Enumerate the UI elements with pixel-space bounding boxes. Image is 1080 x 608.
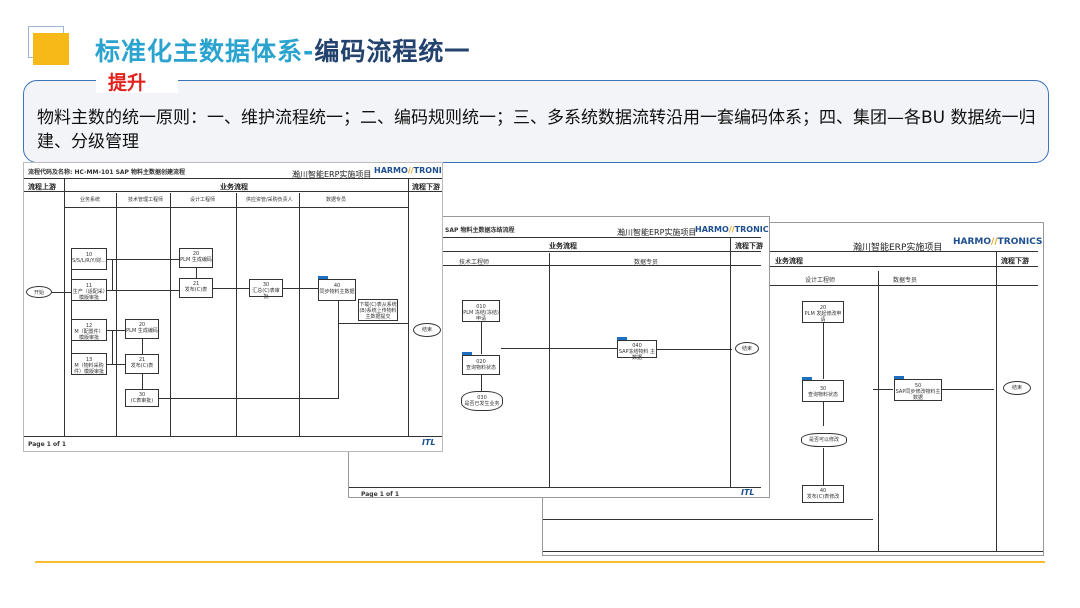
doc1-project: 瀚川智能ERP实施项目 bbox=[292, 170, 372, 179]
doc1-lane-1: 业务系统 bbox=[80, 197, 101, 203]
doc1-footer: Page 1 of 1 bbox=[28, 441, 66, 448]
doc2-lane-1: 技术工程师 bbox=[459, 259, 490, 266]
doc3-business-header: 业务流程 bbox=[775, 257, 803, 265]
flowchart-doc-create: 流程代码及名称: HC-MM-101 SAP 物料主数据创建流程 瀚川智能ERP… bbox=[23, 162, 443, 452]
doc1-lane-2: 技术管理工程师 bbox=[128, 197, 164, 203]
doc1-logo: HARMO//TRONICS bbox=[374, 166, 442, 175]
doc1-end: 结束 bbox=[413, 323, 441, 337]
doc3-end: 结束 bbox=[1003, 381, 1031, 395]
page-title: 标准化主数据体系-编码流程统一 bbox=[95, 32, 470, 68]
callout-tab-background bbox=[96, 67, 178, 93]
doc2-itl-logo: ITL bbox=[741, 488, 755, 497]
doc1-downstream-header: 流程下游 bbox=[412, 183, 440, 191]
doc1-note: 下载(C)表从系统(B)系统上传物料主数据提交 bbox=[358, 299, 398, 321]
doc1-itl-logo: ITL bbox=[422, 438, 436, 447]
doc2-downstream-header: 流程下游 bbox=[735, 242, 763, 250]
doc1-start: 开始 bbox=[26, 286, 52, 298]
doc2-project: 瀚川智能ERP实施项目 bbox=[617, 228, 697, 237]
doc1-lane-5: 数据专员 bbox=[326, 197, 347, 203]
doc2-header: SAP 物料主数据冻结流程 bbox=[445, 227, 515, 234]
page-title-part2: 编码流程统一 bbox=[314, 37, 471, 66]
doc3-lane-1: 设计工程师 bbox=[805, 277, 836, 284]
principle-callout bbox=[23, 80, 1049, 163]
doc3-logo: HARMO//TRONICS bbox=[953, 237, 1043, 247]
doc1-upstream-header: 流程上游 bbox=[28, 183, 56, 191]
doc3-downstream-header: 流程下游 bbox=[1001, 257, 1029, 265]
doc1-header: 流程代码及名称: HC-MM-101 SAP 物料主数据创建流程 bbox=[28, 169, 186, 176]
title-decoration-square bbox=[33, 33, 69, 65]
doc1-business-header: 业务流程 bbox=[220, 183, 248, 191]
doc2-lane-2: 数据专员 bbox=[634, 259, 659, 266]
doc1-lane-4: 供应资管/采购负责人 bbox=[246, 197, 293, 203]
doc2-business-header: 业务流程 bbox=[549, 242, 577, 250]
doc3-lane-2: 数据专员 bbox=[893, 277, 918, 284]
doc3-decision: 是否可以修改 bbox=[801, 433, 847, 447]
callout-text: 物料主数的统一原则：一、维护流程统一；二、编码规则统一；三、多系统数据流转沿用一… bbox=[37, 108, 1036, 152]
callout-label: 提升 bbox=[108, 72, 147, 94]
footer-divider bbox=[35, 561, 1045, 563]
doc2-footer: Page 1 of 1 bbox=[361, 491, 399, 498]
doc1-lane-3: 设计工程师 bbox=[190, 197, 216, 203]
doc2-end: 结束 bbox=[735, 342, 759, 355]
doc2-logo: HARMO//TRONICS bbox=[695, 225, 769, 234]
page-title-part1: 标准化主数据体系- bbox=[95, 37, 315, 66]
doc3-project: 瀚川智能ERP实施项目 bbox=[853, 243, 943, 253]
doc1-step-30b: 30(C表审批) bbox=[125, 389, 159, 407]
